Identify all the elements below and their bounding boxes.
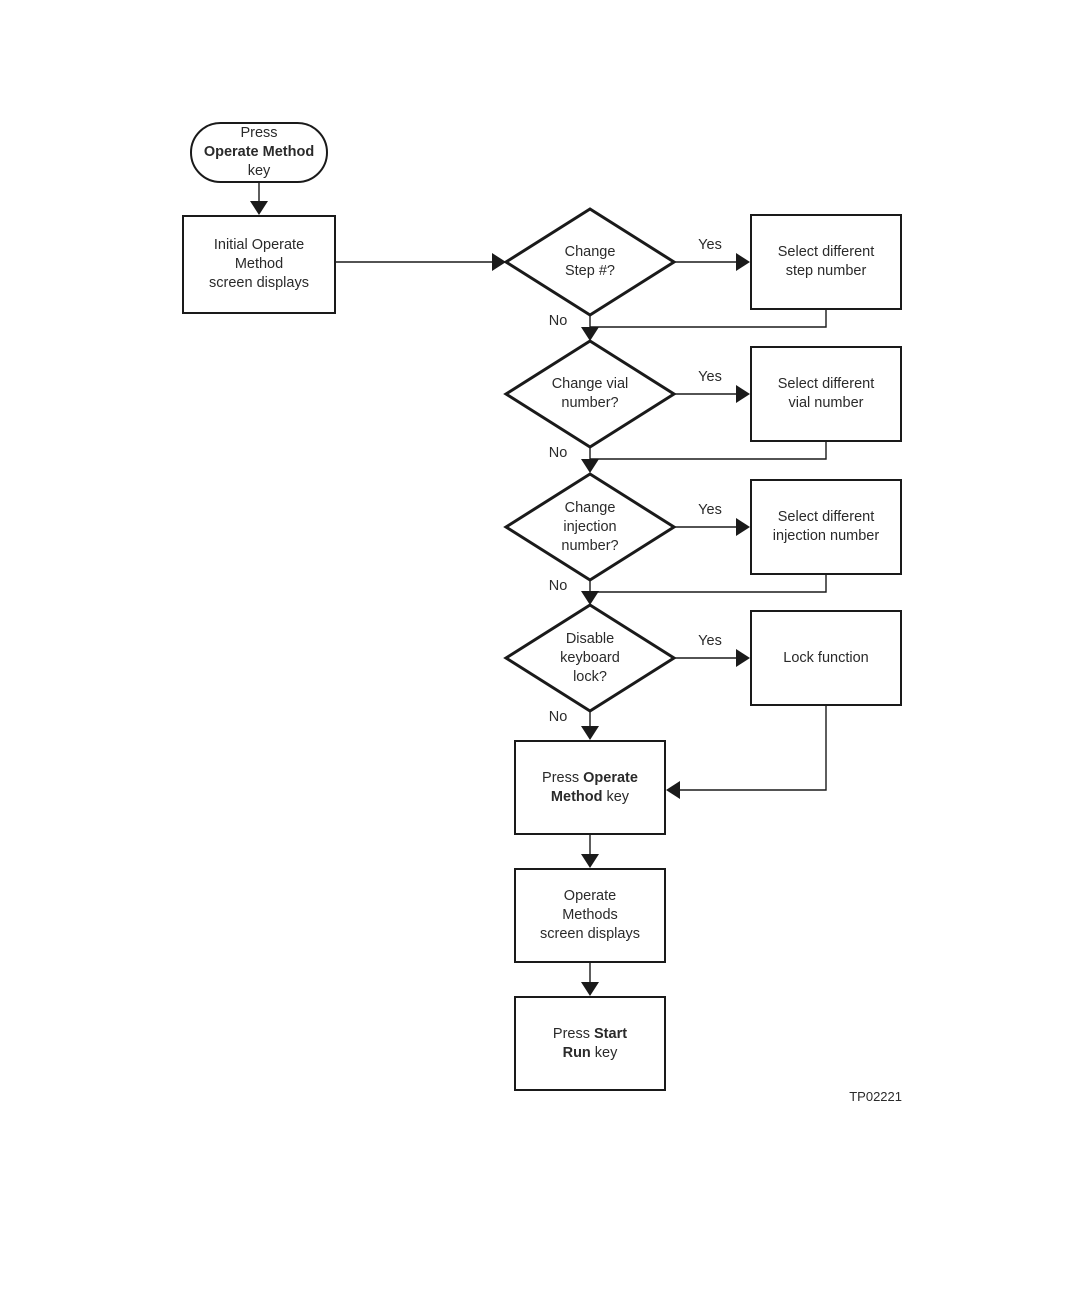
start-line2: Operate Method	[203, 144, 315, 160]
arrowhead-screen-to-startrun	[581, 982, 599, 996]
start-run-seg3: Run	[562, 1044, 591, 1061]
decision-change-step: Change Step #?	[506, 209, 674, 315]
start-run-seg2: Start	[594, 1025, 628, 1042]
no-label-1: No	[548, 313, 568, 329]
arrowhead-into-press-operate	[581, 726, 599, 740]
decision-change-vial-label: Change vial number?	[551, 376, 629, 411]
no-label-4: No	[548, 709, 568, 725]
action-lock-function-box: Lock function	[750, 610, 902, 706]
arrowhead-press-to-screen	[581, 854, 599, 868]
arrowhead-into-decision3	[581, 459, 599, 473]
action-select-injection-label: Select different injection number	[772, 509, 880, 544]
start-line1: Press	[240, 125, 278, 141]
press-operate-seg3: Method	[550, 788, 603, 805]
connector-action2-return	[590, 442, 827, 460]
no-label-2: No	[548, 445, 568, 461]
yes-label-4: Yes	[698, 633, 722, 649]
decision-change-step-label: Change Step #?	[564, 244, 616, 279]
connector-lock-return	[680, 706, 827, 791]
no-label-3: No	[548, 578, 568, 594]
arrowhead-start-to-initial	[250, 201, 268, 215]
arrowhead-decision1-yes	[736, 253, 750, 271]
action-lock-function-label: Lock function	[783, 649, 869, 666]
yes-label-1: Yes	[698, 237, 722, 253]
arrowhead-decision2-yes	[736, 385, 750, 403]
figure-code: TP02221	[849, 1089, 902, 1104]
start-line3: key	[247, 163, 271, 179]
arrowhead-into-decision2	[581, 327, 599, 341]
arrowhead-decision3-yes	[736, 518, 750, 536]
action-select-vial-box: Select different vial number	[750, 346, 902, 442]
connector-action1-return	[590, 310, 827, 328]
decision-disable-lock-label: Disable keyboard lock?	[560, 630, 620, 685]
action-select-step-label: Select different step number	[777, 244, 875, 279]
operate-methods-screen-box: Operate Methods screen displays	[514, 868, 666, 963]
yes-label-2: Yes	[698, 369, 722, 385]
yes-label-3: Yes	[698, 502, 722, 518]
arrowhead-lock-return	[666, 781, 680, 799]
arrowhead-into-decision4	[581, 591, 599, 605]
arrowhead-initial-to-decision1	[492, 253, 506, 271]
initial-screen-box: Initial Operate Method screen displays	[182, 215, 336, 314]
arrowhead-decision4-yes	[736, 649, 750, 667]
start-run-seg1: Press	[552, 1025, 595, 1042]
press-operate-seg4: key	[602, 788, 630, 805]
start-run-seg4: key	[590, 1044, 618, 1061]
decision-change-injection: Change injection number?	[506, 474, 674, 580]
press-operate-seg1: Press	[542, 769, 584, 786]
decision-disable-lock: Disable keyboard lock?	[506, 605, 674, 711]
initial-screen-label: Initial Operate Method screen displays	[209, 237, 309, 291]
action-select-vial-label: Select different vial number	[777, 376, 875, 411]
action-select-step-box: Select different step number	[750, 214, 902, 310]
operate-methods-screen-label: Operate Methods screen displays	[540, 888, 640, 942]
press-operate-seg2: Operate	[583, 769, 638, 786]
decision-change-injection-label: Change injection number?	[561, 499, 619, 554]
connector-action3-return	[590, 575, 827, 593]
decision-change-vial: Change vial number?	[506, 341, 674, 447]
action-select-injection-box: Select different injection number	[750, 479, 902, 575]
